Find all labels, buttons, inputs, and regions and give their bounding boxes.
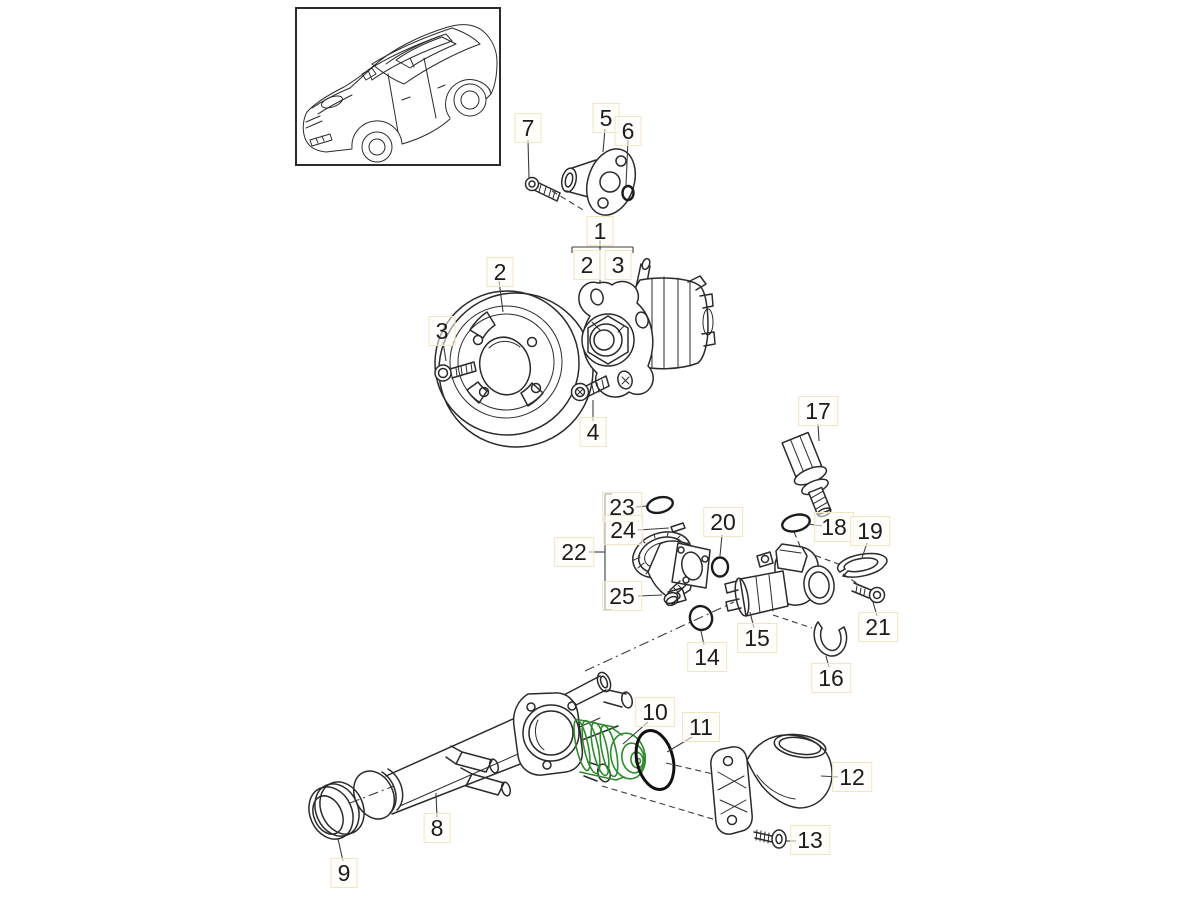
callout-17-sensor[interactable]: 17 bbox=[798, 396, 838, 426]
part-seal-ring-drawing bbox=[308, 781, 365, 840]
part-bolt-3-drawing bbox=[434, 361, 477, 382]
part-connector-coupling-drawing bbox=[724, 543, 835, 617]
part-pulley-drawing bbox=[434, 290, 594, 448]
assembly-dashed-lines bbox=[349, 190, 859, 821]
part-water-pipe-drawing bbox=[352, 671, 634, 820]
part-oring-20-drawing bbox=[710, 556, 730, 578]
part-oring-23-drawing bbox=[646, 495, 674, 515]
vehicle-thumbnail bbox=[295, 7, 501, 166]
part-oring-6-drawing bbox=[621, 184, 635, 202]
part-screw-13-drawing bbox=[753, 829, 787, 849]
part-sensor-17-drawing bbox=[781, 431, 832, 518]
part-oring-18-drawing bbox=[781, 513, 811, 533]
part-oring-11-drawing bbox=[634, 729, 676, 791]
callout-24-clip[interactable]: 24 bbox=[603, 515, 643, 545]
callout-4-pump-bolt[interactable]: 4 bbox=[579, 417, 607, 447]
callout-20-oring[interactable]: 20 bbox=[703, 507, 743, 537]
part-coupling-15-drawing bbox=[724, 570, 789, 617]
part-bolt-25-drawing bbox=[663, 580, 687, 607]
callout-18-oring[interactable]: 18 bbox=[814, 512, 854, 542]
callout-14-oring[interactable]: 14 bbox=[687, 642, 727, 672]
callout-1-assembly[interactable]: 1 bbox=[586, 216, 614, 246]
callout-15-coupling[interactable]: 15 bbox=[737, 623, 777, 653]
callout-2-sub[interactable]: 2 bbox=[573, 250, 601, 280]
part-oring-14-drawing bbox=[688, 604, 714, 632]
callout-19-clip[interactable]: 19 bbox=[850, 516, 890, 546]
callout-13-screw[interactable]: 13 bbox=[790, 825, 830, 855]
callout-9-seal-ring[interactable]: 9 bbox=[330, 858, 358, 888]
callout-3-pulley-bolt[interactable]: 3 bbox=[428, 316, 456, 346]
part-housing-22-drawing bbox=[632, 495, 711, 607]
part-screw-7-drawing bbox=[524, 176, 561, 202]
callout-2-pulley[interactable]: 2 bbox=[486, 257, 514, 287]
callout-3-sub[interactable]: 3 bbox=[604, 250, 632, 280]
callout-8-pipe[interactable]: 8 bbox=[423, 813, 451, 843]
callout-21-screw[interactable]: 21 bbox=[858, 612, 898, 642]
callout-25-bolt[interactable]: 25 bbox=[602, 581, 642, 611]
part-thermostat-drawing bbox=[573, 718, 647, 781]
part-clip-24-drawing bbox=[670, 522, 686, 533]
part-bolt-4-drawing bbox=[570, 375, 610, 402]
callout-16-clip[interactable]: 16 bbox=[811, 663, 851, 693]
part-water-pump-drawing bbox=[578, 257, 716, 398]
callout-12-elbow[interactable]: 12 bbox=[832, 762, 872, 792]
part-screw-21-drawing bbox=[851, 582, 886, 604]
part-elbow-drawing bbox=[710, 733, 833, 835]
callout-6-oring[interactable]: 6 bbox=[614, 116, 642, 146]
part-clip-16-drawing bbox=[813, 621, 848, 657]
part-clip-19-drawing bbox=[836, 552, 888, 578]
callout-11-oring[interactable]: 11 bbox=[682, 712, 720, 742]
callout-22-housing[interactable]: 22 bbox=[554, 537, 594, 567]
callout-10-thermostat[interactable]: 10 bbox=[635, 697, 675, 727]
callout-7-bolt[interactable]: 7 bbox=[514, 113, 542, 143]
part-flange-5-drawing bbox=[560, 148, 637, 216]
